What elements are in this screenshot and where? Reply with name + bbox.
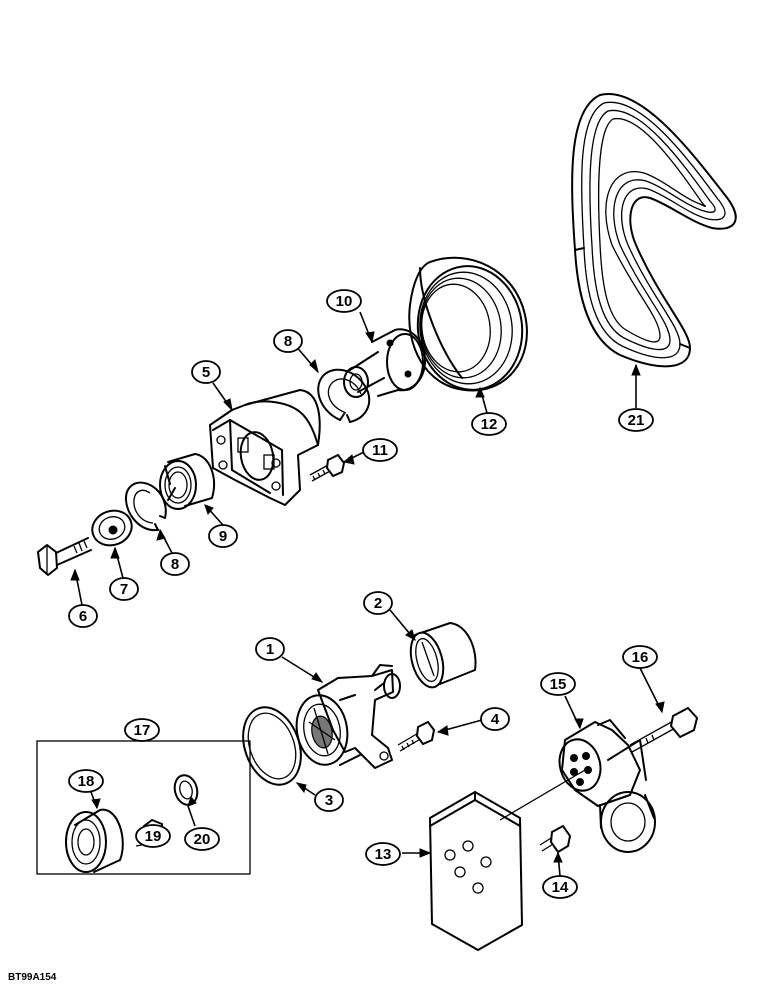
callout-1-label: 1: [266, 641, 274, 658]
callout-11-label: 11: [372, 442, 388, 459]
callout-19-label: 19: [145, 828, 162, 845]
part-10-hub: [343, 328, 426, 398]
callout-8-upper-label: 8: [284, 333, 292, 350]
callout-9-label: 9: [219, 528, 227, 545]
callout-5: 5: [191, 360, 221, 384]
callout-10-label: 10: [336, 293, 353, 310]
callout-8-lower-label: 8: [171, 556, 179, 573]
callout-10: 10: [326, 289, 362, 313]
callout-17: 17: [124, 718, 160, 742]
part-1-pump: [295, 664, 401, 769]
callout-15: 15: [540, 672, 576, 696]
callout-4-label: 4: [491, 711, 500, 728]
callout-7-label: 7: [120, 581, 128, 598]
callout-5-label: 5: [202, 364, 210, 381]
callout-13-label: 13: [375, 846, 392, 863]
callout-21: 21: [618, 408, 654, 432]
callout-14-label: 14: [552, 879, 569, 896]
callout-21-label: 21: [628, 412, 645, 429]
drawing-code: BT99A154: [8, 972, 57, 983]
callout-6-label: 6: [79, 608, 87, 625]
callout-6: 6: [68, 604, 98, 628]
part-8-snap-ring-lower: [124, 481, 167, 532]
part-18-roller: [65, 808, 124, 873]
part-8-snap-ring-upper: [317, 368, 371, 423]
callout-1: 1: [255, 637, 285, 661]
part-14-bolt: [539, 824, 572, 854]
part-17-kit-box: [36, 740, 251, 875]
callout-18: 18: [68, 769, 104, 793]
part-21-drive-belt: [571, 92, 737, 368]
part-4-bolt: [397, 720, 436, 752]
callout-20: 20: [184, 827, 220, 851]
part-9-bearing: [159, 453, 215, 510]
callout-17-label: 17: [134, 722, 151, 739]
part-20-washer: [173, 774, 199, 806]
callout-2-label: 2: [374, 595, 382, 612]
callout-16: 16: [622, 645, 658, 669]
callout-7: 7: [109, 577, 139, 601]
callout-18-label: 18: [78, 773, 95, 790]
callout-12-label: 12: [481, 416, 498, 433]
callout-13: 13: [365, 842, 401, 866]
part-16-bolt: [629, 706, 699, 753]
callout-3: 3: [314, 788, 344, 812]
part-2-sleeve: [409, 622, 477, 689]
part-13-mounting-plate: [429, 791, 523, 951]
callout-12: 12: [471, 412, 507, 436]
part-12-pulley: [408, 256, 528, 392]
callout-19: 19: [135, 824, 171, 848]
part-11-bolt: [309, 453, 346, 482]
callout-2: 2: [363, 591, 393, 615]
part-6-bolt: [37, 537, 92, 576]
callout-8-upper: 8: [273, 329, 303, 353]
callout-11: 11: [362, 438, 398, 462]
part-7-washer: [91, 509, 133, 547]
part-5-housing: [209, 389, 321, 506]
callout-9: 9: [208, 524, 238, 548]
callout-3-label: 3: [325, 792, 333, 809]
callout-16-label: 16: [632, 649, 649, 666]
callout-15-label: 15: [550, 676, 567, 693]
callout-8-lower: 8: [160, 552, 190, 576]
part-15-tensioner: [499, 719, 656, 853]
callout-14: 14: [542, 875, 578, 899]
callout-4: 4: [480, 707, 510, 731]
part-3-o-ring: [242, 706, 302, 786]
callout-20-label: 20: [194, 831, 211, 848]
